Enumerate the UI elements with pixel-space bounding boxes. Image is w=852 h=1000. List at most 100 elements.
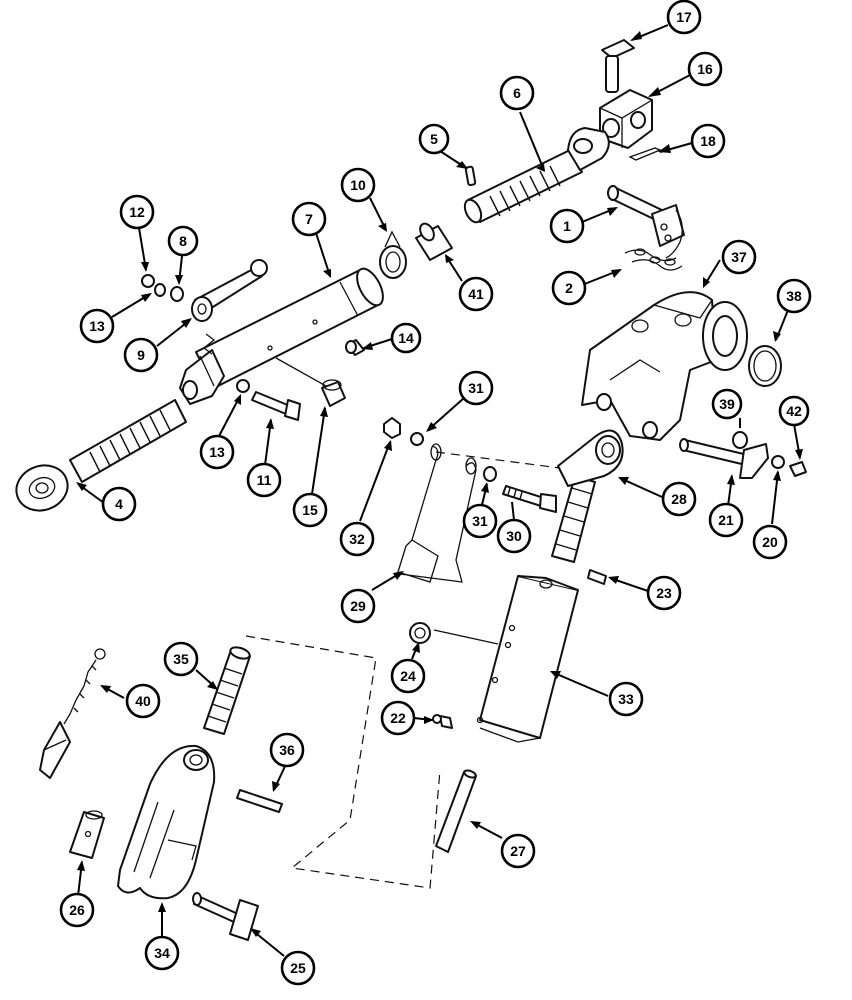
part-6-threaded-rod: [463, 127, 610, 224]
part-5-pin: [464, 165, 477, 187]
callout-18: 18: [690, 123, 726, 159]
part-41-bushing: [415, 222, 453, 261]
part-31-washer-top: [410, 432, 424, 446]
part-29-wire-link: [397, 443, 561, 583]
callout-24: 24: [390, 658, 426, 694]
svg-text:40: 40: [135, 693, 151, 709]
part-36-pin: [236, 789, 283, 813]
callout-32: 32: [339, 521, 375, 557]
callout-6: 6: [499, 75, 535, 111]
svg-text:18: 18: [700, 133, 716, 149]
callout-2: 2: [551, 270, 587, 306]
callout-15: 15: [292, 492, 328, 528]
callout-14: 14: [390, 322, 422, 354]
callout-22: 22: [380, 700, 416, 736]
part-42-bolt: [789, 461, 807, 477]
leader-lines: [76, 24, 803, 957]
svg-text:31: 31: [468, 380, 484, 396]
callout-41: 41: [458, 276, 494, 312]
callout-34: 34: [144, 935, 180, 971]
part-13-washer-top: [154, 283, 166, 297]
part-22-grease-fitting: [432, 714, 453, 729]
callout-5: 5: [418, 123, 450, 155]
svg-text:30: 30: [506, 528, 522, 544]
svg-text:7: 7: [305, 211, 313, 227]
part-26-spacer: [69, 810, 105, 859]
svg-text:29: 29: [350, 598, 366, 614]
part-25-t-pin: [192, 892, 259, 941]
callout-33: 33: [608, 681, 644, 717]
part-24-bushing: [409, 622, 431, 644]
part-1-pin: [607, 185, 685, 259]
svg-text:20: 20: [762, 534, 778, 550]
part-35-threaded-stud: [203, 646, 251, 735]
assembly-guide-lines: [245, 635, 441, 889]
svg-text:1: 1: [563, 218, 571, 234]
callout-13-top: 13: [79, 308, 115, 344]
part-9-handle: [191, 259, 268, 355]
part-11-bolt: [251, 391, 301, 421]
callout-23: 23: [646, 575, 682, 611]
part-7-tube: [179, 267, 384, 405]
svg-text:6: 6: [513, 85, 521, 101]
part-32-nut: [383, 417, 401, 439]
svg-text:37: 37: [731, 249, 747, 265]
callout-38: 38: [776, 278, 812, 314]
part-34-clevis-fork: [117, 744, 216, 900]
part-14-bolt: [345, 339, 365, 356]
svg-text:28: 28: [671, 491, 687, 507]
svg-text:35: 35: [173, 651, 189, 667]
svg-text:14: 14: [398, 330, 414, 346]
svg-text:13: 13: [89, 318, 105, 334]
svg-text:26: 26: [69, 902, 85, 918]
callout-10: 10: [340, 167, 376, 203]
callout-21: 21: [708, 502, 744, 538]
callout-9: 9: [123, 337, 159, 373]
callout-35: 35: [163, 641, 199, 677]
part-28-stem: [551, 429, 624, 563]
svg-text:5: 5: [430, 131, 438, 147]
callout-25: 25: [280, 950, 316, 986]
svg-text:27: 27: [510, 843, 526, 859]
svg-text:12: 12: [129, 204, 145, 220]
part-30-bolt: [502, 485, 557, 513]
callout-42: 42: [778, 395, 810, 427]
part-10-spring-clip: [379, 230, 407, 279]
svg-text:22: 22: [390, 710, 406, 726]
svg-text:25: 25: [290, 960, 306, 976]
callout-4: 4: [101, 486, 137, 522]
svg-text:41: 41: [468, 286, 484, 302]
svg-text:17: 17: [676, 9, 692, 25]
part-12-nut: [141, 274, 155, 288]
svg-text:36: 36: [279, 742, 295, 758]
callout-36: 36: [269, 732, 305, 768]
callout-29: 29: [340, 588, 376, 624]
part-27-long-pin: [435, 769, 477, 853]
callout-28: 28: [661, 481, 697, 517]
svg-text:10: 10: [350, 177, 366, 193]
part-2-chain: [624, 248, 683, 271]
callout-12: 12: [119, 194, 155, 230]
part-39-bushing: [732, 431, 748, 449]
part-15-sleeve: [275, 357, 346, 407]
part-13-washer-bottom: [236, 379, 250, 393]
part-8-bushing: [170, 286, 184, 302]
callout-37: 37: [721, 239, 757, 275]
svg-text:23: 23: [656, 585, 672, 601]
svg-text:9: 9: [137, 347, 145, 363]
svg-text:13: 13: [209, 444, 225, 460]
part-20-washer: [771, 455, 785, 469]
svg-text:4: 4: [115, 496, 123, 512]
svg-text:24: 24: [400, 668, 416, 684]
part-33-square-tube: [433, 575, 579, 743]
svg-text:31: 31: [472, 513, 488, 529]
part-23-roll-pin: [587, 569, 607, 585]
part-4-threaded-eye: [15, 399, 187, 512]
callout-1: 1: [549, 208, 585, 244]
callout-30: 30: [496, 518, 532, 554]
svg-text:11: 11: [257, 472, 272, 488]
part-18-clip-pin: [628, 147, 662, 161]
svg-text:34: 34: [154, 945, 170, 961]
callout-40: 40: [125, 683, 161, 719]
